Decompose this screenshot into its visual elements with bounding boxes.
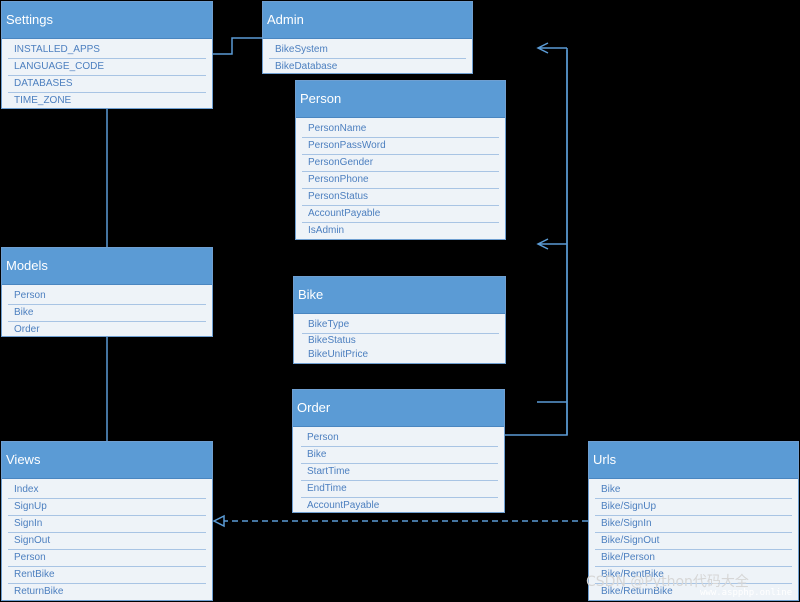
- arrow-to-views: [212, 514, 225, 528]
- order-box: Order Person Bike StartTime EndTime Acco…: [292, 389, 505, 513]
- urls-item: Bike/SignUp: [595, 499, 792, 516]
- admin-box: Admin BikeSystem BikeDatabase: [262, 1, 473, 74]
- order-items: Person Bike StartTime EndTime AccountPay…: [293, 427, 504, 514]
- bike-item: BikeUnitPrice: [308, 349, 369, 360]
- urls-item: Bike/SignIn: [595, 516, 792, 533]
- bike-items: BikeType BikeStatus BikeUnitPrice: [294, 314, 505, 362]
- views-item: ReturnBike: [14, 586, 64, 597]
- settings-items: INSTALLED_APPS LANGUAGE_CODE DATABASES T…: [2, 39, 212, 109]
- person-title: Person: [296, 81, 505, 118]
- views-item: RentBike: [8, 567, 206, 584]
- bike-item: BikeType: [302, 317, 499, 334]
- admin-title: Admin: [263, 2, 472, 39]
- urls-item: Bike: [595, 482, 792, 499]
- bike-item: BikeStatus: [308, 335, 356, 346]
- person-item: IsAdmin: [308, 225, 345, 236]
- views-item: SignOut: [8, 533, 206, 550]
- urls-box: Urls Bike Bike/SignUp Bike/SignIn Bike/S…: [588, 441, 799, 601]
- person-item: PersonStatus: [302, 189, 499, 206]
- views-title: Views: [2, 442, 212, 479]
- person-item: PersonName: [302, 121, 499, 138]
- settings-item: INSTALLED_APPS: [8, 42, 206, 59]
- urls-item: Bike/RentBike: [595, 567, 792, 584]
- person-item: PersonPassWord: [302, 138, 499, 155]
- order-item: StartTime: [301, 464, 498, 481]
- connector-settings-admin: [212, 37, 262, 55]
- views-item: Person: [8, 550, 206, 567]
- models-box: Models Person Bike Order: [1, 247, 213, 337]
- settings-item: TIME_ZONE: [14, 95, 72, 106]
- admin-items: BikeSystem BikeDatabase: [263, 39, 472, 75]
- order-item: Bike: [301, 447, 498, 464]
- models-item: Bike: [8, 305, 206, 322]
- settings-item: DATABASES: [8, 76, 206, 93]
- order-item: EndTime: [301, 481, 498, 498]
- order-item: Person: [301, 430, 498, 447]
- admin-item: BikeDatabase: [275, 61, 338, 72]
- views-item: Index: [8, 482, 206, 499]
- person-item: PersonPhone: [302, 172, 499, 189]
- admin-item: BikeSystem: [269, 42, 466, 59]
- connector-order-bus: [503, 50, 568, 436]
- views-box: Views Index SignUp SignIn SignOut Person…: [1, 441, 213, 601]
- arrow-to-admin: [536, 42, 567, 54]
- bike-box: Bike BikeType BikeStatus BikeUnitPrice: [293, 276, 506, 364]
- models-item: Person: [8, 288, 206, 305]
- arrow-to-person: [536, 238, 567, 250]
- watermark-text: CSDN @Python代码大全: [586, 574, 749, 590]
- order-title: Order: [293, 390, 504, 427]
- settings-item: LANGUAGE_CODE: [8, 59, 206, 76]
- urls-title: Urls: [589, 442, 798, 479]
- bike-title: Bike: [294, 277, 505, 314]
- urls-item: Bike/SignOut: [595, 533, 792, 550]
- order-item: AccountPayable: [307, 500, 380, 511]
- views-item: SignIn: [8, 516, 206, 533]
- person-item: AccountPayable: [302, 206, 499, 223]
- models-item: Order: [14, 324, 40, 335]
- views-item: SignUp: [8, 499, 206, 516]
- urls-item: Bike/ReturnBike: [601, 586, 673, 597]
- urls-item: Bike/Person: [595, 550, 792, 567]
- models-title: Models: [2, 248, 212, 285]
- settings-box: Settings INSTALLED_APPS LANGUAGE_CODE DA…: [1, 1, 213, 109]
- urls-items: Bike Bike/SignUp Bike/SignIn Bike/SignOu…: [589, 479, 798, 600]
- models-items: Person Bike Order: [2, 285, 212, 338]
- views-items: Index SignUp SignIn SignOut Person RentB…: [2, 479, 212, 600]
- settings-title: Settings: [2, 2, 212, 39]
- watermark-url: www.aspphp.online: [700, 588, 793, 598]
- person-items: PersonName PersonPassWord PersonGender P…: [296, 118, 505, 239]
- person-box: Person PersonName PersonPassWord PersonG…: [295, 80, 506, 240]
- person-item: PersonGender: [302, 155, 499, 172]
